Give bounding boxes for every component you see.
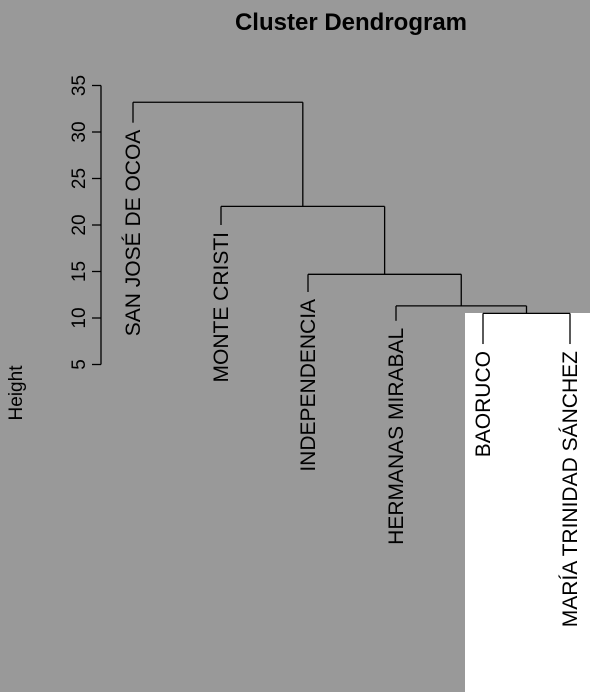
- y-tick-label: 30: [69, 121, 90, 142]
- dendrogram-tree: [132, 101, 571, 345]
- leaf-label: BAORUCO: [472, 351, 495, 457]
- y-tick-label: 5: [69, 359, 90, 370]
- chart-title: Cluster Dendrogram: [235, 9, 467, 36]
- y-tick-label: 35: [69, 75, 90, 96]
- y-tick-label: 15: [69, 261, 90, 282]
- y-axis-label: Height: [6, 365, 27, 421]
- leaf-label: MARÍA TRINIDAD SÁNCHEZ: [559, 351, 582, 627]
- leaf-label: SAN JOSÉ DE OCOA: [122, 130, 145, 337]
- y-tick-label: 25: [69, 168, 90, 189]
- leaf-labels: SAN JOSÉ DE OCOA MONTE CRISTI INDEPENDENCI…: [122, 130, 582, 627]
- leaf-label: INDEPENDENCIA: [297, 299, 320, 472]
- y-axis: 5 10 15 20 25 30 35: [69, 75, 102, 370]
- leaf-label: MONTE CRISTI: [210, 232, 233, 383]
- y-tick-label: 20: [69, 214, 90, 235]
- y-tick-label: 10: [69, 307, 90, 328]
- highlight-rect: [465, 313, 590, 692]
- leaf-label: HERMANAS MIRABAL: [385, 328, 408, 545]
